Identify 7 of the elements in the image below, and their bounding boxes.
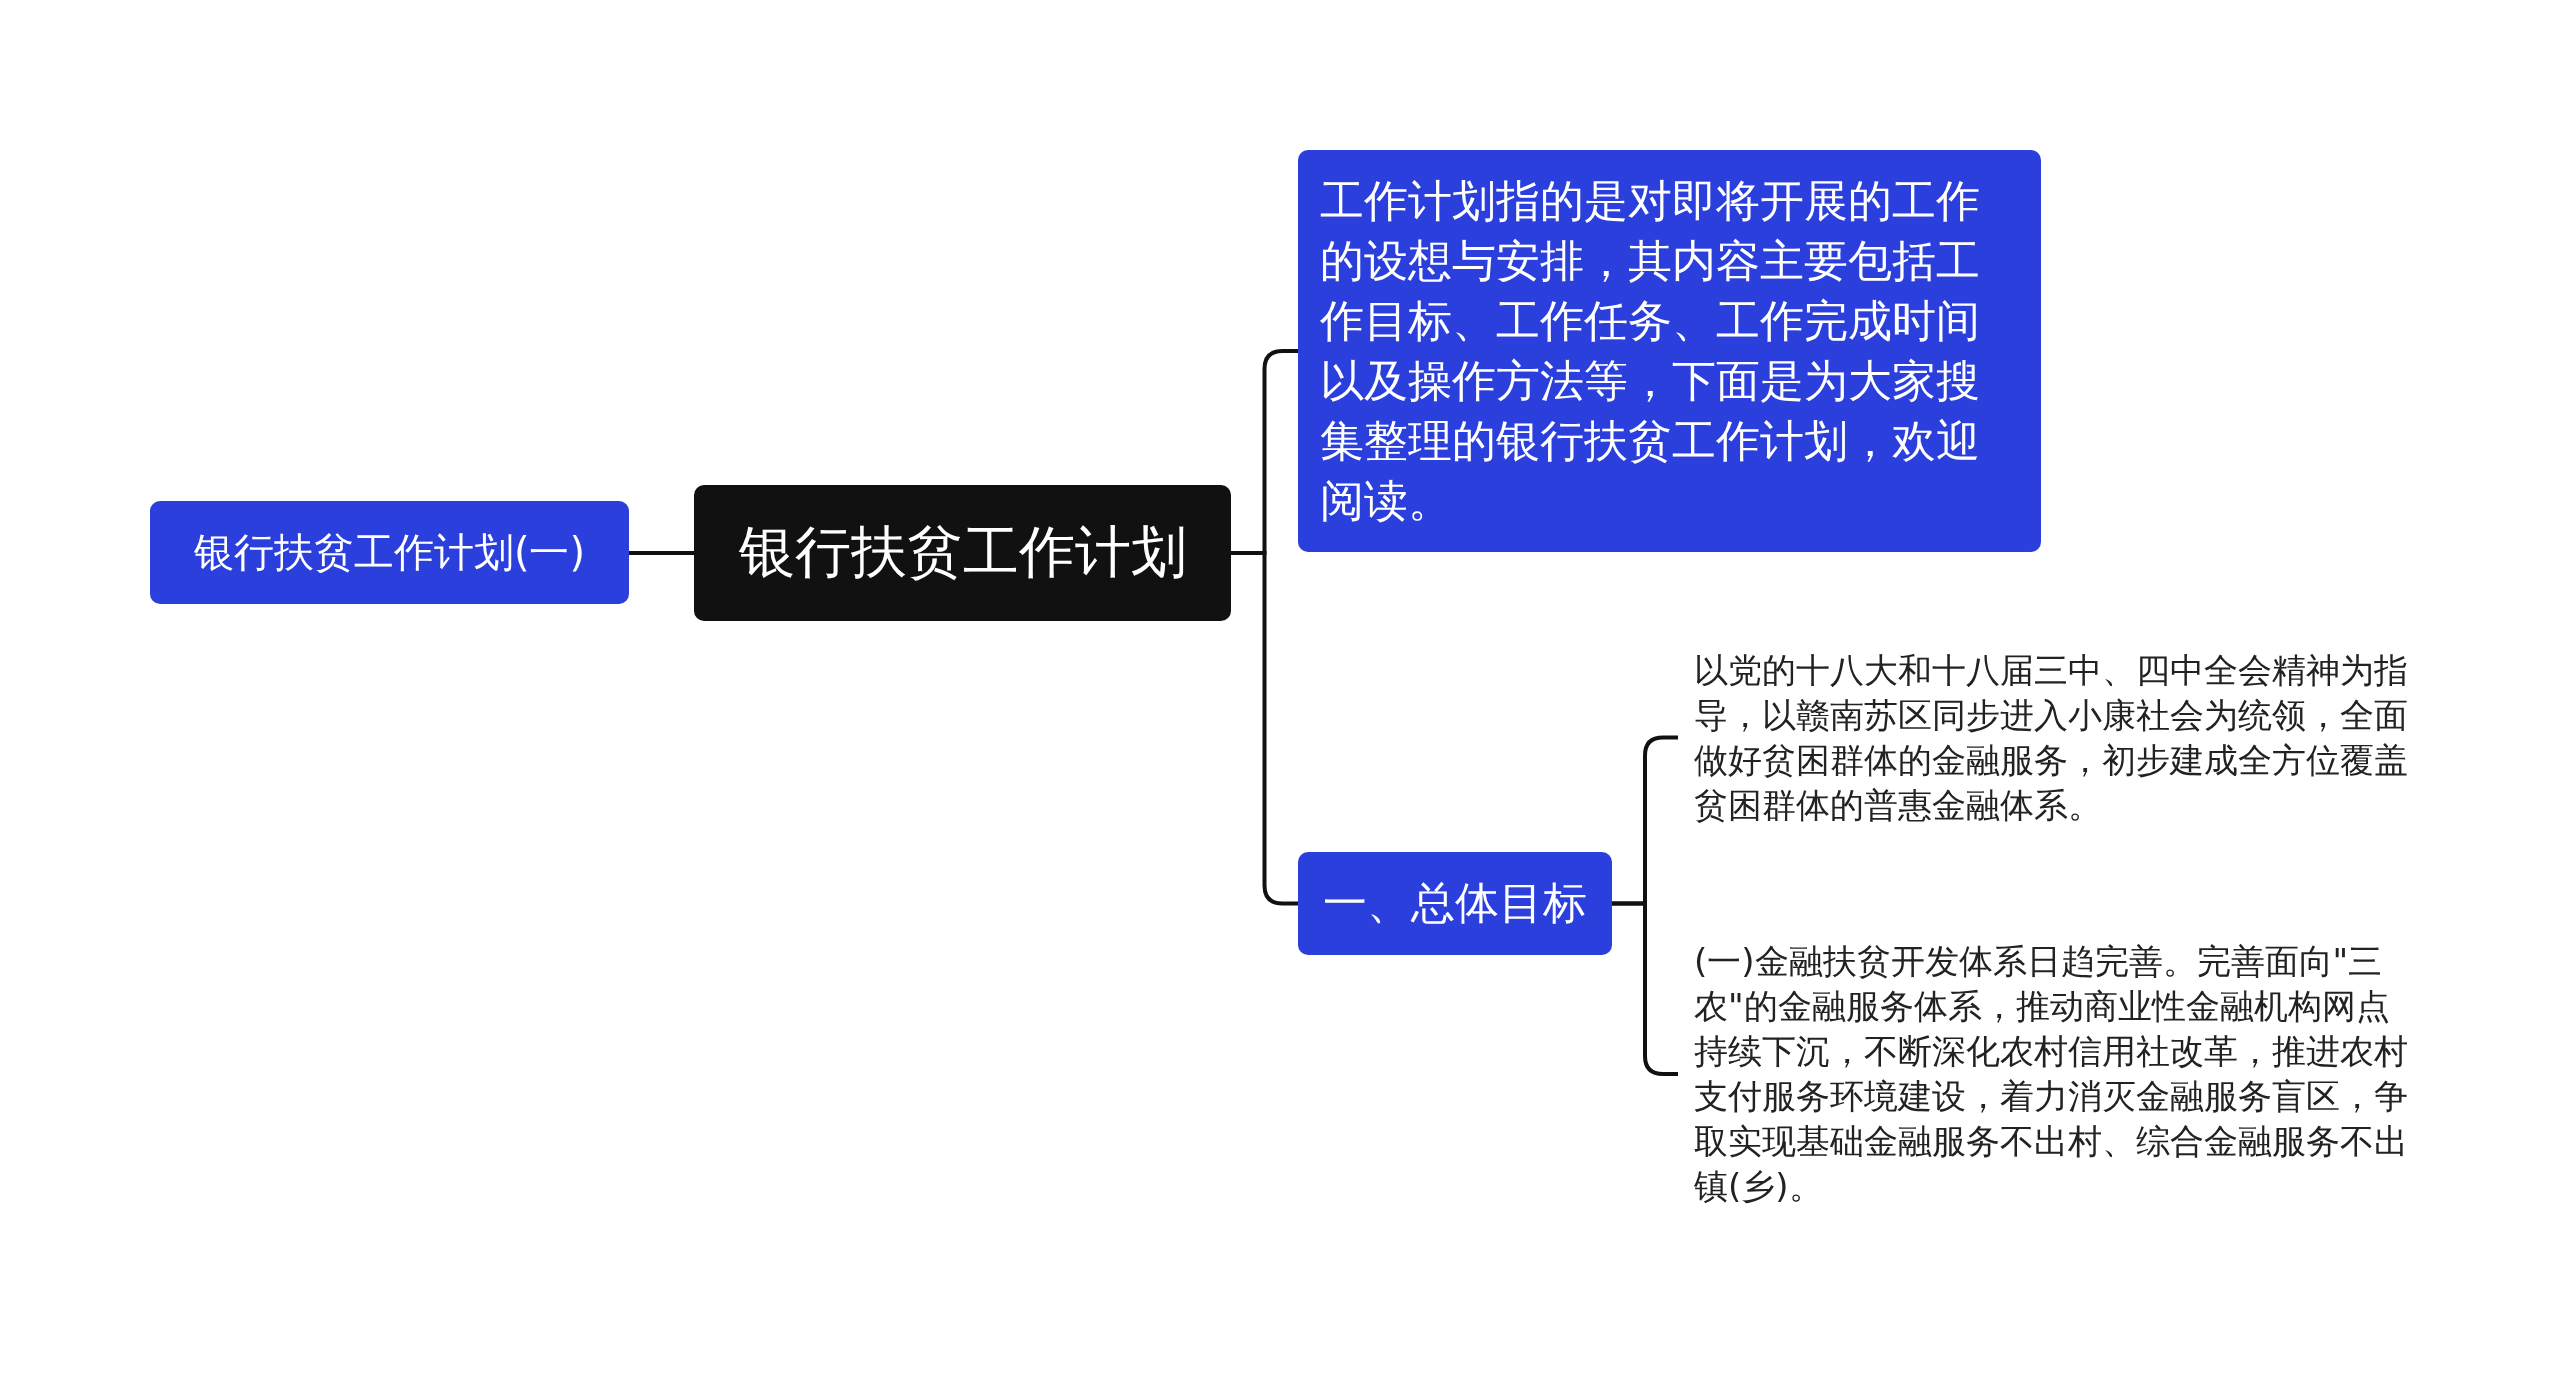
central-topic-box: 银行扶贫工作计划 bbox=[694, 485, 1231, 621]
note-text: 以党的十八大和十八届三中、四中全会精神为指导，以赣南苏区同步进入小康社会为统领，全面做好贫困群体的金融服务，初步建成全方位覆盖贫困群体的普惠金融体系。 bbox=[1678, 645, 2418, 830]
connector-line bbox=[629, 551, 694, 555]
topic-box: 工作计划指的是对即将开展的工作的设想与安排，其内容主要包括工作目标、工作任务、工作完成时间以及操作方法等，下面是为大家搜集整理的银行扶贫工作计划，欢迎阅读。 bbox=[1298, 150, 2041, 552]
topic-box: 一、总体目标 bbox=[1298, 852, 1612, 955]
topic-box: 银行扶贫工作计划(一) bbox=[150, 501, 629, 604]
note-text: (一)金融扶贫开发体系日趋完善。完善面向"三农"的金融服务体系，推动商业性金融机构网点持续下沉，不断深化农村信用社改革，推进农村支付服务环境建设，着力消灭金融服务盲区，争取实现基础金融服务不出村、综合金融服务不出镇(乡)。 bbox=[1678, 935, 2418, 1213]
